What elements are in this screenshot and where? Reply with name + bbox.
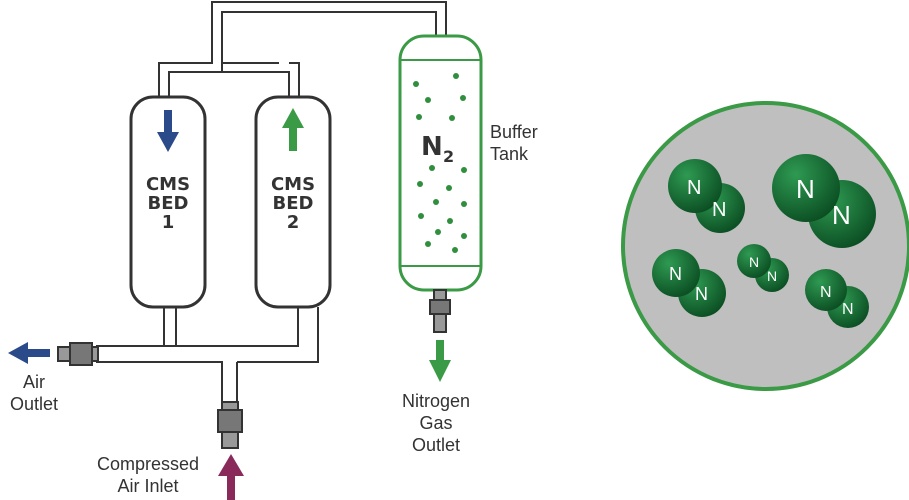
nitrogen-particles [413, 73, 467, 253]
air-outlet-label-1: Air [23, 372, 45, 392]
nitrogen-outlet-label-1: Nitrogen [402, 391, 470, 411]
tank-outlet-fitting [429, 289, 451, 333]
arrow-left-icon [8, 342, 50, 364]
bed1-line1: CMS [146, 174, 190, 195]
svg-text:N: N [712, 199, 726, 221]
svg-text:N: N [832, 200, 851, 230]
pipe-network [96, 1, 447, 412]
buffer-tank-label-2: Tank [490, 144, 529, 164]
buffer-tank: N 2 [398, 34, 483, 292]
arrow-up-icon [282, 108, 304, 151]
nitrogen-molecule: N N [652, 249, 726, 317]
air-inlet-fitting [217, 401, 243, 449]
svg-text:N: N [669, 264, 682, 284]
bed1-line3: 1 [162, 212, 175, 233]
nitrogen-molecule: N N [737, 244, 789, 292]
svg-text:N: N [842, 301, 854, 318]
tank-n-subscript: 2 [443, 147, 454, 166]
air-outlet-label-2: Outlet [10, 394, 58, 414]
nitrogen-molecule: N N [668, 159, 745, 233]
bed2-line3: 2 [287, 212, 300, 233]
svg-text:N: N [796, 174, 815, 204]
nitrogen-outlet-label-2: Gas [419, 413, 452, 433]
nitrogen-molecule: N N [772, 154, 876, 248]
compressed-air-label-1: Compressed [97, 454, 199, 474]
nitrogen-molecule: N N [805, 269, 869, 328]
svg-text:N: N [820, 284, 832, 301]
compressed-air-label-2: Air Inlet [117, 476, 178, 496]
svg-text:N: N [749, 254, 759, 270]
magnified-view: N N N N N N N N N N [621, 101, 909, 391]
arrow-down-icon [157, 110, 179, 152]
svg-text:N: N [695, 284, 708, 304]
tank-n-symbol: N [421, 132, 443, 162]
cms-bed-2: CMS BED 2 [254, 95, 332, 309]
bed1-line2: BED [148, 193, 189, 214]
svg-text:N: N [687, 177, 701, 199]
cms-bed-1: CMS BED 1 [129, 95, 207, 309]
air-outlet-fitting [57, 342, 99, 366]
arrow-down-icon [429, 340, 451, 382]
bed2-line2: BED [273, 193, 314, 214]
bed2-line1: CMS [271, 174, 315, 195]
svg-text:N: N [767, 268, 777, 284]
nitrogen-outlet-label-3: Outlet [412, 435, 460, 455]
arrow-up-icon [218, 454, 244, 500]
buffer-tank-label-1: Buffer [490, 122, 538, 142]
